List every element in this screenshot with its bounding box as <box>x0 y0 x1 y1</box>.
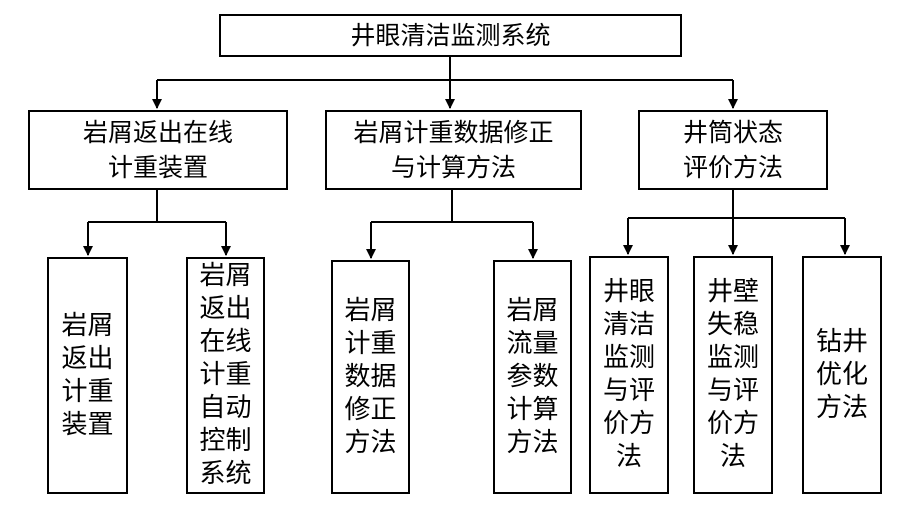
leaf-1-2-label: 岩屑 返出 在线 计重 自动 控制 系统 <box>199 261 252 489</box>
branch-2-label: 岩屑计重数据修正 与计算方法 <box>353 118 554 182</box>
branch-3-label: 井筒状态 评价方法 <box>682 118 783 182</box>
branch-node-2: 岩屑计重数据修正 与计算方法 <box>325 110 582 190</box>
root-label: 井眼清洁监测系统 <box>350 20 551 50</box>
leaf-node-2-2: 岩屑 流量 参数 计算 方法 <box>493 260 572 494</box>
leaf-2-2-label: 岩屑 流量 参数 计算 方法 <box>506 295 559 458</box>
branch-node-1: 岩屑返出在线 计重装置 <box>28 110 288 190</box>
leaf-node-1-2: 岩屑 返出 在线 计重 自动 控制 系统 <box>186 257 265 494</box>
leaf-1-1-label: 岩屑 返出 计重 装置 <box>61 310 114 440</box>
leaf-node-2-1: 岩屑 计重 数据 修正 方法 <box>331 260 410 494</box>
leaf-node-3-3: 钻井 优化 方法 <box>802 256 882 494</box>
leaf-node-1-1: 岩屑 返出 计重 装置 <box>47 257 128 494</box>
branch-1-label: 岩屑返出在线 计重装置 <box>82 118 233 182</box>
branch-node-3: 井筒状态 评价方法 <box>638 110 828 190</box>
leaf-node-3-1: 井眼 清洁 监测 与评 价方 法 <box>589 256 669 494</box>
leaf-3-2-label: 井壁 失稳 监测 与评 价方 法 <box>706 277 759 472</box>
leaf-3-1-label: 井眼 清洁 监测 与评 价方 法 <box>602 277 655 472</box>
root-node: 井眼清洁监测系统 <box>219 14 682 57</box>
leaf-2-1-label: 岩屑 计重 数据 修正 方法 <box>344 295 397 458</box>
leaf-3-3-label: 钻井 优化 方法 <box>815 326 868 423</box>
leaf-node-3-2: 井壁 失稳 监测 与评 价方 法 <box>693 256 773 494</box>
